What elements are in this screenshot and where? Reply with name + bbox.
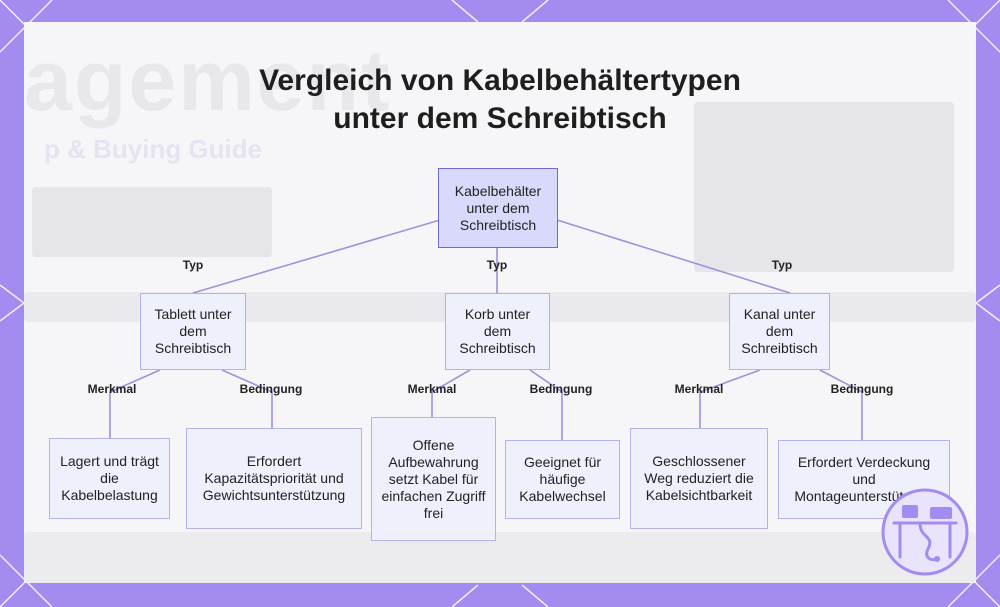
edge-label-feature: Merkmal [87, 382, 137, 396]
background-shape [694, 102, 954, 272]
condition-node-label: Geeignet für häufige Kabelwechsel [519, 454, 606, 504]
type-node-basket: Korb unter dem Schreibtisch [445, 293, 550, 370]
edge-label-type: Typ [486, 258, 508, 272]
connector-channel-condition [819, 369, 863, 440]
type-node-label: Korb unter dem Schreibtisch [459, 306, 536, 356]
edge-label-type: Typ [182, 258, 204, 272]
condition-node-basket: Geeignet für häufige Kabelwechsel [505, 440, 620, 519]
root-node: Kabelbehälter unter dem Schreibtisch [438, 168, 558, 248]
connector-root-to-tray [192, 219, 441, 294]
feature-node-label: Offene Aufbewahrung setzt Kabel für einf… [381, 436, 486, 521]
edge-label-feature: Merkmal [407, 382, 457, 396]
edge-label-condition: Bedingung [529, 382, 593, 396]
background-watermark-sub: p & Buying Guide [44, 134, 263, 164]
background-shape [32, 187, 272, 257]
connector-basket-condition [529, 369, 563, 440]
edge-label-feature: Merkmal [674, 382, 724, 396]
connector-channel-feature [699, 369, 761, 428]
edge-label-condition: Bedingung [239, 382, 303, 396]
connector-tray-condition [221, 369, 273, 428]
connector-basket-feature [431, 369, 471, 417]
background-shape [24, 532, 976, 583]
feature-node-label: Lagert und trägt die Kabelbelastung [60, 453, 159, 503]
feature-node-channel: Geschlossener Weg reduziert die Kabelsic… [630, 428, 768, 529]
diagram-title: Vergleich von Kabelbehältertypen unter d… [0, 62, 1000, 138]
edge-label-type: Typ [771, 258, 793, 272]
background-watermark: agement [24, 33, 392, 129]
feature-node-tray: Lagert und trägt die Kabelbelastung [49, 438, 170, 519]
title-line-2: unter dem Schreibtisch [333, 102, 667, 135]
condition-node-label: Erfordert Kapazitätspriorität und Gewich… [202, 453, 346, 503]
feature-node-label: Geschlossener Weg reduziert die Kabelsic… [644, 453, 754, 503]
type-node-label: Kanal unter dem Schreibtisch [741, 306, 818, 356]
condition-node-tray: Erfordert Kapazitätspriorität und Gewich… [186, 428, 362, 529]
root-node-label: Kabelbehälter unter dem Schreibtisch [454, 182, 542, 233]
type-node-tray: Tablett unter dem Schreibtisch [140, 293, 246, 370]
edge-label-condition: Bedingung [830, 382, 894, 396]
desk-cable-logo-icon [881, 488, 969, 576]
title-line-1: Vergleich von Kabelbehältertypen [259, 64, 741, 97]
connector-tray-feature [109, 369, 161, 438]
type-node-channel: Kanal unter dem Schreibtisch [729, 293, 830, 370]
type-node-label: Tablett unter dem Schreibtisch [154, 306, 232, 356]
feature-node-basket: Offene Aufbewahrung setzt Kabel für einf… [371, 417, 496, 541]
connector-root-to-channel [556, 219, 791, 294]
